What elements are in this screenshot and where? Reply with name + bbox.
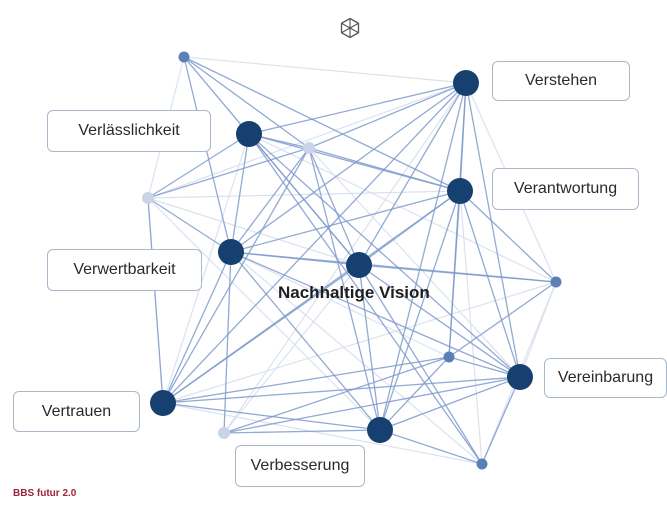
edge (358, 264, 381, 431)
center-title: Nachhaltige Vision (278, 283, 430, 302)
edge (162, 264, 360, 404)
faint-edge (162, 281, 557, 404)
label-verbesserung: Verbesserung (235, 445, 365, 487)
label-vereinbarung: Vereinbarung (544, 358, 667, 398)
edge (358, 264, 521, 378)
edge (162, 147, 310, 404)
edge (223, 251, 232, 434)
edge (248, 133, 483, 465)
edge (358, 264, 557, 283)
faint-edge (162, 133, 250, 404)
edge (379, 82, 467, 431)
faint-edge (147, 190, 461, 199)
edge (308, 147, 461, 192)
node-major (346, 252, 372, 278)
edge (223, 429, 381, 434)
node-major (218, 239, 244, 265)
node-faint (303, 142, 315, 154)
label-verantwortung: Verantwortung (492, 168, 639, 210)
edge (147, 147, 310, 199)
edge (230, 251, 381, 431)
edge (230, 147, 310, 253)
edge (183, 56, 232, 253)
edge (162, 251, 232, 404)
node-major (367, 417, 393, 443)
network-edges (147, 56, 557, 465)
faint-edge (308, 147, 521, 378)
label-vertrauen: Vertrauen (13, 391, 140, 432)
edge (147, 133, 250, 199)
faint-edge (459, 190, 483, 465)
edge (448, 281, 557, 358)
node-major (236, 121, 262, 147)
brand-logo-text: BBS futur 2.0 (13, 488, 77, 499)
edge (230, 82, 467, 253)
edge (459, 190, 521, 378)
node-faint (142, 192, 154, 204)
node-major (453, 70, 479, 96)
edge (223, 376, 521, 434)
edge (223, 356, 450, 434)
faint-edge (162, 402, 483, 465)
edge (459, 190, 557, 283)
edge (379, 429, 483, 465)
label-verlaesslichkeit: Verlässlichkeit (47, 110, 211, 152)
edge (183, 56, 461, 192)
faint-edge (223, 82, 467, 434)
faint-edge (147, 197, 381, 431)
edge (379, 356, 450, 431)
faint-edge (147, 82, 467, 199)
edge (162, 356, 450, 404)
edge (230, 251, 521, 378)
edge (230, 133, 250, 253)
node-minor (178, 51, 190, 63)
node-minor (443, 351, 455, 363)
faint-edge (248, 133, 557, 283)
edge (481, 376, 521, 465)
faint-edge (230, 251, 450, 358)
edge (358, 82, 467, 266)
hexagon-asterisk-icon (340, 17, 360, 39)
node-minor (550, 276, 562, 288)
edge (183, 56, 360, 266)
network-nodes (142, 51, 562, 470)
node-major (447, 178, 473, 204)
node-major (507, 364, 533, 390)
edge (379, 190, 461, 431)
edge (465, 82, 521, 378)
faint-edge (223, 264, 360, 434)
edge (358, 264, 483, 465)
label-verwertbarkeit: Verwertbarkeit (47, 249, 202, 291)
node-minor (476, 458, 488, 470)
edge (162, 376, 521, 404)
faint-edge (183, 56, 467, 84)
edge (379, 376, 521, 431)
edge (308, 82, 467, 149)
edge (248, 82, 467, 135)
node-faint (218, 427, 230, 439)
edge (308, 147, 360, 266)
edge (308, 147, 381, 431)
node-major (150, 390, 176, 416)
edge (183, 56, 310, 149)
edge (147, 197, 232, 253)
edge (147, 197, 164, 404)
edge (230, 190, 461, 253)
label-verstehen: Verstehen (492, 61, 630, 101)
faint-edge (147, 197, 360, 266)
edge (162, 82, 467, 404)
